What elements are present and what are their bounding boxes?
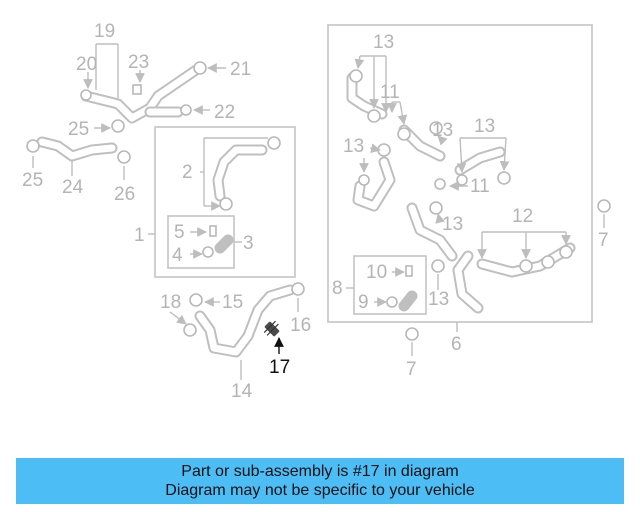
parts-8-10: [346, 265, 418, 312]
callout-13-e: 13: [428, 289, 449, 310]
callout-5: 5: [174, 222, 185, 243]
lower-left-hose: [26, 136, 131, 164]
callout-13-c: 13: [343, 136, 364, 157]
banner-line-2: Diagram may not be specific to your vehi…: [165, 482, 475, 499]
callout-13-d: 13: [442, 214, 463, 235]
callout-2: 2: [182, 162, 193, 183]
bolt-part-17: [263, 320, 284, 354]
callout-4: 4: [172, 245, 183, 266]
sub-box-8: [353, 255, 427, 315]
lower-hose-14: [169, 282, 305, 380]
callout-18: 18: [160, 292, 181, 313]
callout-11-top: 11: [380, 82, 400, 103]
callout-7-right: 7: [598, 230, 609, 251]
upper-leaders: [32, 43, 226, 180]
callout-9: 9: [358, 292, 369, 313]
upper-coolant-pipe: [80, 61, 207, 133]
callout-8: 8: [332, 278, 343, 299]
hose-part-2: [200, 136, 281, 211]
callout-25-mid: 25: [68, 119, 89, 140]
callout-19: 19: [94, 21, 115, 42]
callout-13-b: 13: [474, 116, 495, 137]
callout-25-left: 25: [22, 170, 43, 191]
assembly-box-1: [154, 126, 296, 278]
callout-24: 24: [62, 177, 84, 198]
callout-numbers: 1 2 3 4 5 6 7 7 8 9 10 11 11 12 13 13 13…: [22, 21, 609, 402]
callout-22: 22: [214, 102, 235, 123]
callout-13-top: 13: [373, 32, 394, 53]
parts-3-5: [148, 225, 242, 259]
callout-12: 12: [512, 206, 533, 227]
callout-21: 21: [230, 59, 251, 80]
callout-3: 3: [243, 233, 254, 254]
callout-17: 17: [269, 357, 290, 378]
callout-7-bottom: 7: [406, 359, 417, 380]
callout-10: 10: [366, 262, 387, 283]
callout-14: 14: [231, 381, 253, 402]
callout-11-mid: 11: [470, 176, 490, 197]
box6-leaders: [354, 55, 611, 356]
callout-26: 26: [114, 184, 135, 205]
assembly-box-6: [327, 24, 593, 323]
box6-hoses: [346, 69, 576, 314]
callout-6: 6: [451, 334, 462, 355]
info-banner: Part or sub-assembly is #17 in diagram D…: [16, 458, 624, 504]
callout-23: 23: [128, 52, 149, 73]
callout-1: 1: [134, 225, 145, 246]
callout-16: 16: [290, 315, 311, 336]
parts-diagram: 1 2 3 4 5 6 7 7 8 9 10 11 11 12 13 13 13…: [22, 21, 611, 402]
callout-15: 15: [222, 292, 243, 313]
callout-20: 20: [76, 54, 97, 75]
banner-line-1: Part or sub-assembly is #17 in diagram: [181, 463, 459, 480]
callout-13-a: 13: [432, 120, 453, 141]
